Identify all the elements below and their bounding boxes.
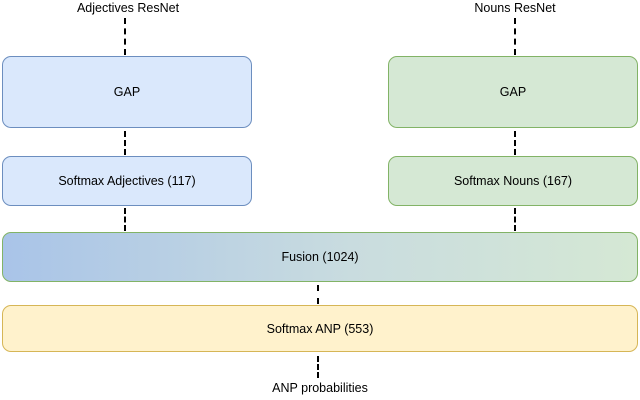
node-softmax-anp-label: Softmax ANP (553) — [266, 321, 374, 336]
nouns-resnet-label: Nouns ResNet — [474, 1, 556, 15]
connector-fusion-to-softmax-anp — [317, 285, 319, 304]
node-gap-nouns: GAP — [388, 56, 638, 128]
node-softmax-nouns-label: Softmax Nouns (167) — [453, 174, 573, 188]
node-gap-adjectives: GAP — [2, 56, 252, 128]
node-softmax-anp: Softmax ANP (553) — [2, 305, 638, 352]
node-gap-nouns-label: GAP — [499, 85, 527, 99]
connector-softmax-adjectives-to-fusion — [124, 208, 126, 231]
node-fusion: Fusion (1024) — [2, 232, 638, 282]
connector-gap-nouns-to-softmax — [514, 131, 516, 155]
node-fusion-label: Fusion (1024) — [281, 250, 359, 264]
adjectives-resnet-label: Adjectives ResNet — [76, 1, 180, 15]
connector-softmax-nouns-to-fusion — [514, 208, 516, 231]
connector-softmax-anp-to-output — [317, 356, 319, 378]
node-gap-adjectives-label: GAP — [113, 85, 141, 99]
connector-nouns-input-to-gap — [514, 18, 516, 55]
connector-adjectives-input-to-gap — [124, 18, 126, 55]
connector-gap-adjectives-to-softmax — [124, 131, 126, 155]
node-softmax-adjectives-label: Softmax Adjectives (117) — [58, 174, 196, 188]
node-softmax-adjectives: Softmax Adjectives (117) — [2, 156, 252, 206]
node-softmax-nouns: Softmax Nouns (167) — [388, 156, 638, 206]
anp-probabilities-label: ANP probabilities — [272, 381, 368, 395]
